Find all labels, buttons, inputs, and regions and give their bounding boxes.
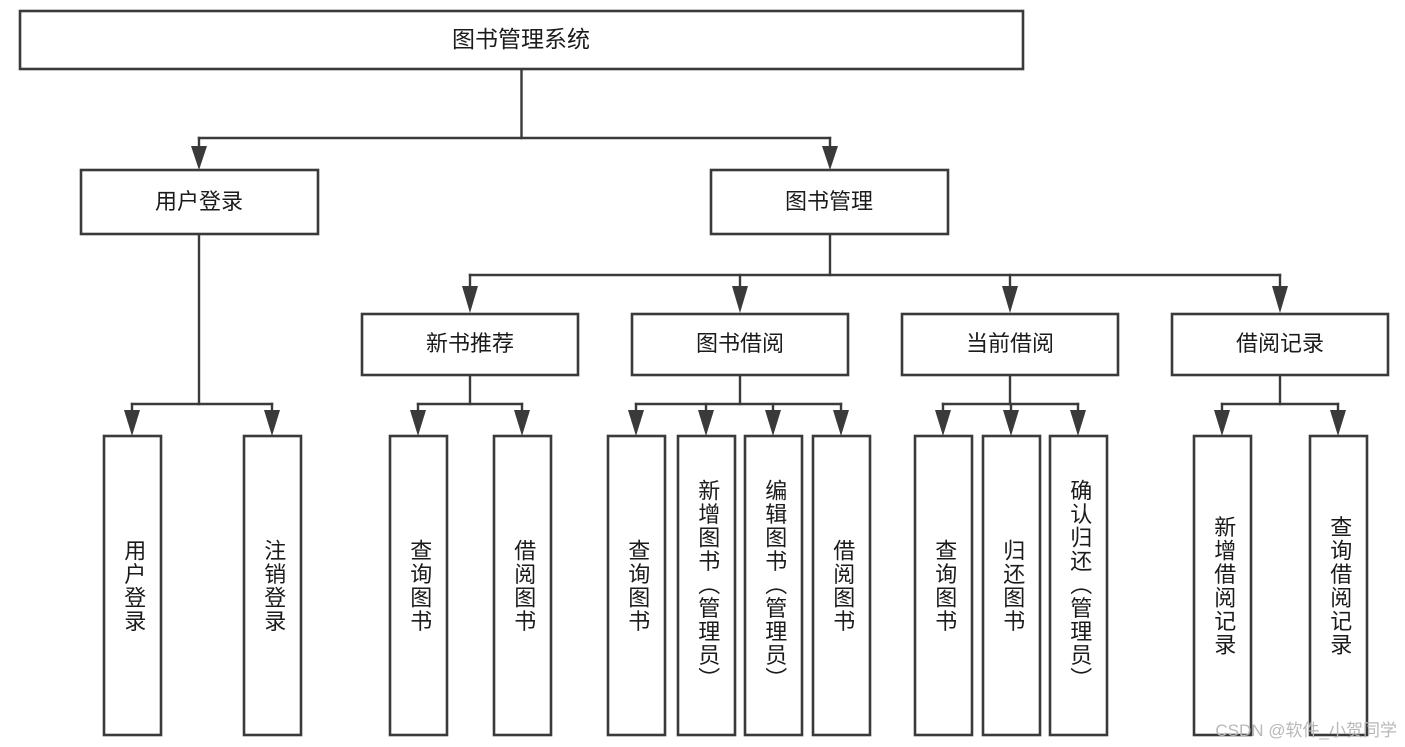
- arrow-bookborrow-l2: [698, 410, 714, 436]
- edge-group-borrowrecord: [1214, 373, 1346, 436]
- leaf-box-return-book[interactable]: [981, 434, 1042, 737]
- leaf-label-query-book-1: 查询图书: [407, 539, 432, 633]
- node-current-borrow-label: 当前借阅: [966, 331, 1054, 356]
- leaf-label-return-book: 归还图书: [1000, 539, 1025, 633]
- leaf-box-query-book-2[interactable]: [606, 434, 667, 737]
- arrow-bookborrow-l3: [765, 410, 781, 436]
- node-root-label: 图书管理系统: [452, 26, 590, 52]
- node-book-management-label: 图书管理: [785, 189, 873, 214]
- arrow-root-to-userlogin: [191, 146, 207, 170]
- leaf-label-query-borrow-record: 查询借阅记录: [1327, 516, 1352, 657]
- leaf-label-confirm-return-admin: 确认归还（管理员）: [1067, 479, 1092, 691]
- leaf-label-add-borrow-record: 新增借阅记录: [1211, 516, 1236, 657]
- leaf-label-query-book-2: 查询图书: [625, 539, 650, 633]
- leaf-label-query-book-3: 查询图书: [932, 539, 957, 633]
- node-user-login-box[interactable]: [79, 168, 320, 236]
- node-book-management-box[interactable]: [709, 168, 950, 236]
- arrow-bookmgmt-c2: [732, 286, 748, 313]
- leaf-box-user-login[interactable]: [102, 434, 163, 737]
- leaf-box-borrow-book-1[interactable]: [492, 434, 553, 737]
- arrow-bookmgmt-c1: [462, 286, 478, 313]
- arrow-borrowrecord-l1: [1214, 410, 1230, 436]
- node-root-box[interactable]: [18, 9, 1025, 71]
- arrow-currentborrow-l1: [935, 410, 951, 436]
- node-borrow-record[interactable]: 借阅记录: [1170, 312, 1390, 377]
- leaf-box-borrow-book-2[interactable]: [811, 434, 872, 737]
- node-borrow-record-label: 借阅记录: [1236, 331, 1324, 356]
- edge-group-userlogin: [124, 232, 280, 436]
- leaf-label-borrow-book-1: 借阅图书: [511, 539, 536, 633]
- arrow-newbook-l1: [410, 410, 426, 436]
- leaf-box-add-borrow-record[interactable]: [1192, 434, 1253, 737]
- edge-group-newbook: [410, 373, 530, 436]
- arrow-currentborrow-l3: [1070, 410, 1086, 436]
- arrow-bookmgmt-c4: [1272, 286, 1288, 313]
- arrow-bookborrow-l1: [628, 410, 644, 436]
- edge-group-bookborrow: [628, 373, 849, 436]
- arrow-bookborrow-l4: [833, 410, 849, 436]
- edge-group-currentborrow: [935, 373, 1086, 436]
- node-root[interactable]: 图书管理系统: [18, 9, 1025, 71]
- leaf-box-confirm-return-admin[interactable]: [1048, 434, 1109, 737]
- leaf-box-add-book-admin[interactable]: [676, 434, 737, 737]
- arrow-root-to-bookmgmt: [822, 146, 838, 170]
- node-new-book-recommend-label: 新书推荐: [426, 331, 514, 356]
- leaf-box-query-book-3[interactable]: [913, 434, 974, 737]
- arrow-userlogin-leaf2: [264, 410, 280, 436]
- leaf-box-query-borrow-record[interactable]: [1308, 434, 1369, 737]
- leaf-box-edit-book-admin[interactable]: [743, 434, 804, 737]
- node-book-borrow-label: 图书借阅: [696, 331, 784, 356]
- arrow-borrowrecord-l2: [1330, 410, 1346, 436]
- leaf-box-query-book-1[interactable]: [388, 434, 449, 737]
- arrow-userlogin-leaf1: [124, 410, 140, 436]
- node-book-borrow-box[interactable]: [630, 312, 850, 377]
- node-new-book-recommend-box[interactable]: [360, 312, 580, 377]
- arrow-newbook-l2: [514, 410, 530, 436]
- leaf-label-user-login: 用户登录: [121, 539, 146, 633]
- leaf-label-edit-book-admin: 编辑图书（管理员）: [762, 479, 787, 691]
- edge-group-root: [191, 67, 838, 170]
- node-book-management[interactable]: 图书管理: [709, 168, 950, 236]
- node-user-login[interactable]: 用户登录: [79, 168, 320, 236]
- arrow-currentborrow-l2: [1003, 410, 1019, 436]
- node-user-login-label: 用户登录: [155, 189, 243, 214]
- leaf-box-user-logout[interactable]: [242, 434, 303, 737]
- node-new-book-recommend[interactable]: 新书推荐: [360, 312, 580, 377]
- leaf-label-user-logout: 注销登录: [261, 539, 286, 633]
- node-current-borrow[interactable]: 当前借阅: [900, 312, 1120, 377]
- arrow-bookmgmt-c3: [1002, 286, 1018, 313]
- leaf-label-add-book-admin: 新增图书（管理员）: [695, 479, 720, 691]
- node-book-borrow[interactable]: 图书借阅: [630, 312, 850, 377]
- leaf-label-borrow-book-2: 借阅图书: [830, 539, 855, 633]
- edge-group-bookmgmt: [462, 232, 1288, 313]
- node-borrow-record-box[interactable]: [1170, 312, 1390, 377]
- node-current-borrow-box[interactable]: [900, 312, 1120, 377]
